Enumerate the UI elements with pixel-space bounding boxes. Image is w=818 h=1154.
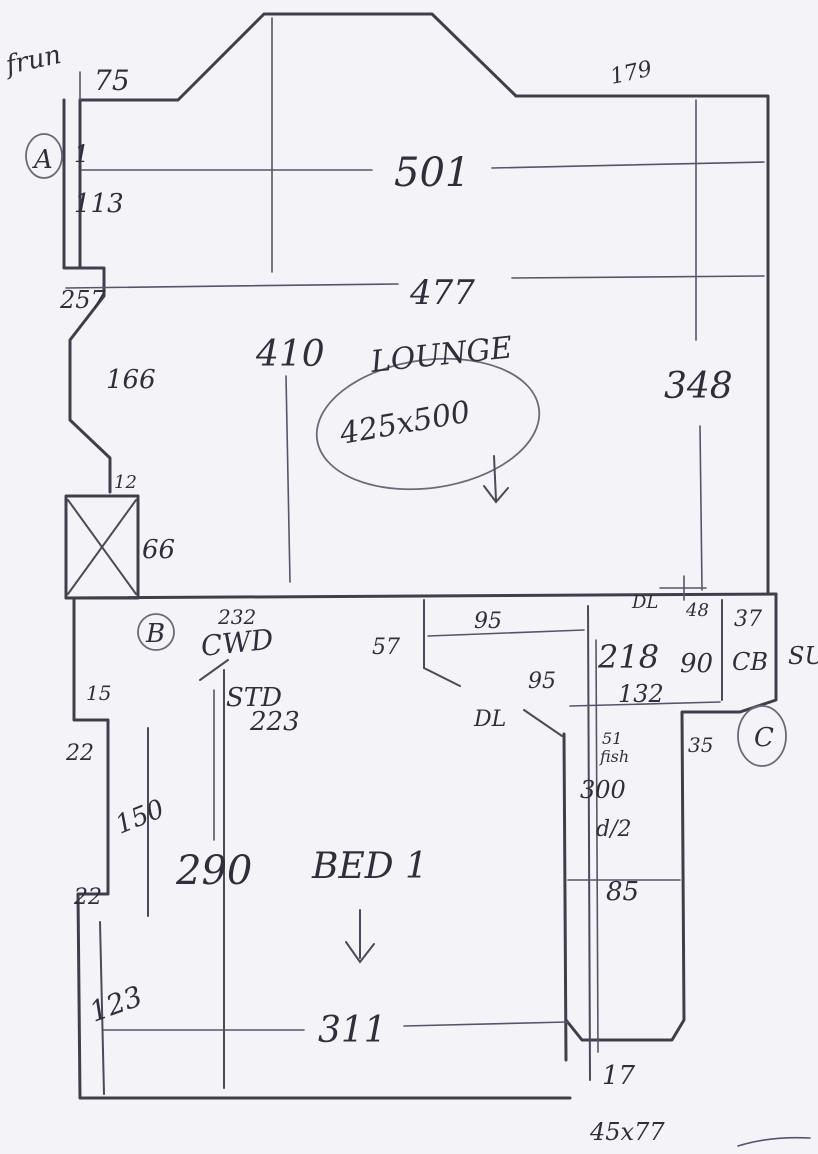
dl-top: DL bbox=[631, 592, 658, 613]
dl-door-line bbox=[523, 709, 563, 737]
bedroom-left-wall bbox=[72, 596, 572, 1100]
wardrobe-wall bbox=[423, 599, 461, 687]
dim-311: 311 bbox=[318, 1010, 387, 1051]
dim-257: 257 bbox=[59, 286, 107, 314]
marker-a: A bbox=[32, 145, 53, 175]
dim-90: 90 bbox=[680, 649, 713, 679]
ensuite-outline bbox=[564, 592, 778, 1042]
bedroom-right-wall bbox=[562, 732, 568, 1062]
dim-85: 85 bbox=[606, 877, 639, 907]
dim-17: 17 bbox=[602, 1061, 636, 1091]
dim-12: 12 bbox=[114, 472, 137, 493]
std-label: STD bbox=[226, 683, 282, 713]
dim-348: 348 bbox=[664, 366, 733, 407]
cb-label: CB bbox=[732, 648, 768, 676]
cwd-label: CWD bbox=[199, 623, 275, 663]
dim-477: 477 bbox=[409, 273, 475, 313]
note-1: 1 bbox=[74, 140, 89, 168]
dim-line-132 bbox=[569, 701, 721, 707]
top-left-75: 75 bbox=[94, 64, 130, 97]
dim-line-bottom-right bbox=[737, 1136, 811, 1147]
dim-95-a: 95 bbox=[474, 609, 502, 634]
dim-line-95 bbox=[427, 629, 585, 637]
lounge-label: LOUNGE bbox=[368, 330, 514, 380]
marker-b-circle bbox=[137, 613, 175, 651]
div-label: d/2 bbox=[596, 817, 632, 842]
dim-line-501-b bbox=[491, 161, 765, 169]
lounge-arrow bbox=[483, 455, 509, 504]
dim-132: 132 bbox=[618, 680, 664, 708]
dim-37: 37 bbox=[734, 607, 762, 632]
lounge-bedroom-divide bbox=[64, 592, 778, 600]
dim-35: 35 bbox=[688, 733, 713, 757]
dim-166: 166 bbox=[106, 365, 156, 395]
dim-501: 501 bbox=[394, 150, 470, 196]
dl-mid: DL bbox=[473, 707, 506, 732]
dim-66: 66 bbox=[142, 535, 175, 565]
bottom-size: 45x77 bbox=[589, 1118, 665, 1146]
std-num: 223 bbox=[249, 707, 300, 737]
lounge-size: 425x500 bbox=[336, 395, 473, 452]
marker-a-circle bbox=[25, 133, 63, 179]
note-113: 113 bbox=[74, 189, 124, 219]
dim-410: 410 bbox=[255, 334, 325, 375]
dim-290: 290 bbox=[175, 848, 252, 894]
marker-c-circle bbox=[737, 705, 787, 767]
dim-150: 150 bbox=[111, 794, 168, 840]
dim-line-311-b bbox=[403, 1021, 569, 1027]
bay-window-wall bbox=[62, 98, 112, 494]
bed-arrow bbox=[345, 909, 375, 964]
dim-22-a: 22 bbox=[65, 741, 94, 766]
cupboard-cross-2 bbox=[67, 499, 137, 595]
dim-22-b: 22 bbox=[73, 885, 102, 910]
cwd-num: 232 bbox=[217, 605, 256, 629]
closet-line bbox=[199, 659, 229, 681]
marker-c: C bbox=[754, 723, 774, 753]
lounge-outer-wall bbox=[78, 12, 770, 596]
dim-51: 51 bbox=[602, 729, 622, 748]
dim-line-348-b bbox=[699, 425, 703, 591]
top-right-179: 179 bbox=[608, 57, 654, 90]
dim-57: 57 bbox=[372, 635, 400, 660]
lounge-size-bubble bbox=[315, 357, 541, 491]
dim-line-477-b bbox=[511, 275, 765, 279]
dim-line-410-b bbox=[285, 375, 291, 583]
corner-note: frun bbox=[1, 40, 64, 81]
marker-b: B bbox=[145, 619, 165, 649]
bed-label: BED 1 bbox=[311, 846, 428, 887]
dim-line-plus bbox=[659, 575, 707, 601]
fish-label: fish bbox=[599, 747, 629, 766]
dim-218: 218 bbox=[597, 638, 659, 676]
dim-300: 300 bbox=[580, 776, 626, 804]
dim-123: 123 bbox=[85, 979, 147, 1028]
su-label: SU bbox=[788, 642, 818, 670]
dim-line-477-a bbox=[65, 283, 399, 289]
dim-line-300 bbox=[595, 639, 599, 1053]
dim-95-b: 95 bbox=[528, 669, 556, 694]
bedroom-inner-left bbox=[99, 921, 105, 1095]
dim-15: 15 bbox=[86, 681, 111, 705]
ensuite-inner bbox=[587, 605, 591, 1081]
dim-48: 48 bbox=[685, 600, 709, 621]
